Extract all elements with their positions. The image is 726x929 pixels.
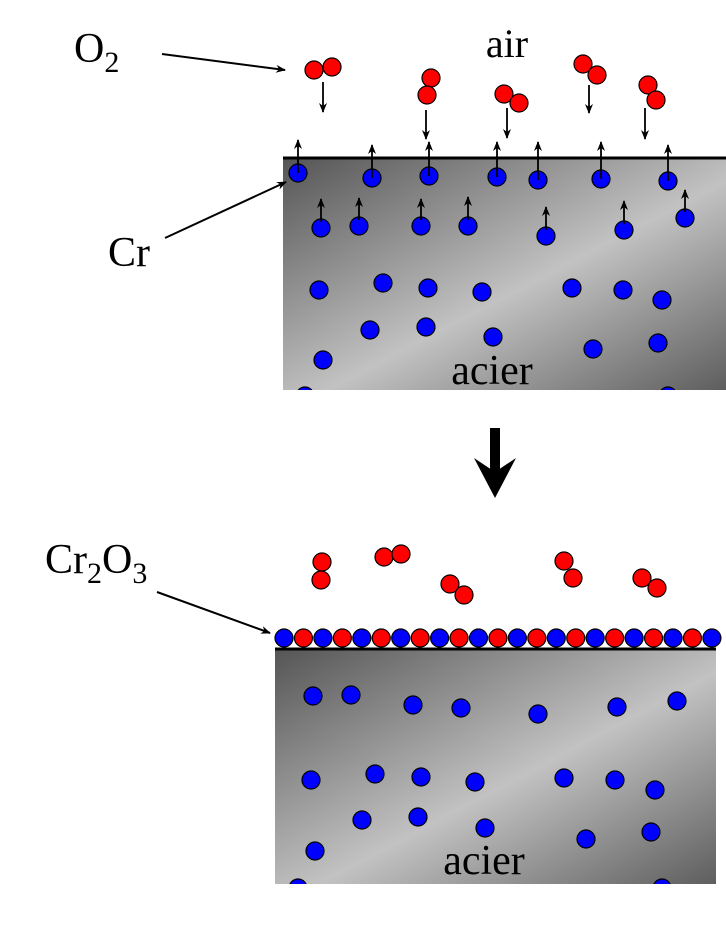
label-acier-top: acier: [451, 348, 533, 394]
chromium-atom: [365, 764, 385, 784]
oxide-oxygen-atom: [449, 628, 469, 648]
oxide-chromium-atom: [507, 628, 528, 648]
oxygen-atom: [440, 574, 460, 594]
oxygen-atom: [312, 552, 332, 572]
chromium-atom: [408, 807, 428, 827]
oxygen-atom: [391, 544, 411, 564]
oxide-chromium-atom: [546, 628, 566, 648]
oxygen-atom: [587, 65, 607, 85]
label-air: air: [486, 21, 528, 66]
chromium-atom: [352, 810, 372, 830]
chromium-atom: [416, 317, 436, 337]
chromium-atom: [301, 770, 321, 790]
oxide-oxygen-atom: [410, 628, 430, 648]
chromium-atom: [309, 280, 329, 300]
oxide-chromium-atom: [352, 628, 372, 648]
cr2o3-pointer-arrow: [156, 591, 271, 634]
chromium-atom: [303, 686, 323, 706]
oxide-chromium-atom: [468, 628, 489, 648]
oxide-chromium-atom: [430, 628, 450, 648]
oxygen-atom: [322, 57, 342, 77]
chromium-atom: [576, 829, 596, 849]
top-particles: [268, 54, 726, 410]
o2-pointer-arrow: [161, 53, 286, 73]
oxide-oxygen-atom: [488, 628, 508, 648]
cr2o3-subscript-1: 2: [87, 557, 102, 590]
oxide-oxygen-atom: [332, 628, 352, 648]
oxygen-atom: [311, 570, 331, 590]
chromium-atom: [472, 282, 492, 302]
transition-arrow-icon: [474, 428, 516, 498]
mask: [268, 884, 726, 904]
o2-main: O: [74, 26, 104, 72]
oxide-chromium-atom: [391, 628, 411, 648]
oxygen-atom: [509, 93, 529, 113]
oxygen-atom: [638, 75, 658, 95]
cr-pointer-arrow: [164, 181, 287, 239]
oxygen-atom: [374, 547, 394, 567]
oxide-oxygen-atom: [371, 628, 391, 648]
oxygen-atom: [454, 585, 474, 605]
chromium-atom: [667, 691, 687, 711]
oxide-oxygen-atom: [293, 628, 314, 648]
chromium-atom: [613, 280, 633, 300]
chromium-atom: [645, 780, 665, 800]
label-o2: O2: [74, 26, 119, 79]
chromium-atom: [313, 350, 333, 370]
label-cr: Cr: [108, 230, 150, 276]
chromium-atom: [641, 822, 661, 842]
oxide-oxygen-atom: [527, 628, 547, 648]
chromium-atom: [341, 685, 361, 705]
oxide-chromium-atom: [702, 628, 722, 648]
oxygen-atom: [494, 84, 514, 104]
chromium-atom: [528, 704, 548, 724]
mask: [268, 390, 726, 410]
chromium-atom: [403, 695, 423, 715]
chromium-atom: [465, 772, 485, 792]
chromium-atom: [605, 770, 625, 790]
oxide-oxygen-atom: [643, 628, 664, 648]
oxide-chromium-atom: [274, 628, 294, 648]
chromium-atom: [607, 697, 627, 717]
oxide-oxygen-atom: [605, 628, 625, 648]
chromium-atom: [652, 290, 672, 310]
chromium-atom: [483, 327, 503, 347]
oxygen-atom: [573, 54, 593, 74]
chromium-atom: [360, 320, 380, 340]
oxide-chromium-atom: [663, 628, 683, 648]
oxygen-atom: [421, 68, 441, 88]
cr2o3-cr: Cr: [45, 537, 87, 583]
chromium-atom: [418, 278, 438, 298]
oxide-oxygen-atom: [682, 628, 703, 648]
oxygen-atom: [304, 60, 324, 80]
chromium-atom: [451, 698, 471, 718]
chromium-atom: [562, 278, 582, 298]
oxygen-atom: [417, 85, 437, 105]
chromium-atom: [411, 767, 431, 787]
label-cr2o3: Cr2O3: [45, 537, 147, 590]
chromium-atom: [475, 818, 495, 838]
o2-subscript: 2: [104, 46, 119, 79]
cr2o3-subscript-2: 3: [132, 557, 147, 590]
oxygen-atom: [632, 568, 652, 588]
chromium-atom: [648, 333, 668, 353]
chromium-atom: [554, 768, 574, 788]
bottom-particles: [268, 544, 726, 904]
oxide-chromium-atom: [624, 628, 644, 648]
label-acier-bottom: acier: [443, 838, 525, 884]
oxygen-atom: [554, 551, 574, 571]
oxygen-atom: [563, 568, 583, 588]
chromium-atom: [305, 841, 325, 861]
oxygen-atom: [646, 90, 666, 110]
cr2o3-o: O: [102, 537, 132, 583]
steel-block-top: [283, 158, 726, 390]
chromium-atom: [373, 273, 393, 293]
oxygen-atom: [647, 578, 667, 598]
chromium-atom: [583, 339, 603, 359]
oxide-oxygen-atom: [566, 628, 586, 648]
oxide-chromium-atom: [585, 628, 605, 648]
oxide-chromium-atom: [313, 628, 333, 648]
